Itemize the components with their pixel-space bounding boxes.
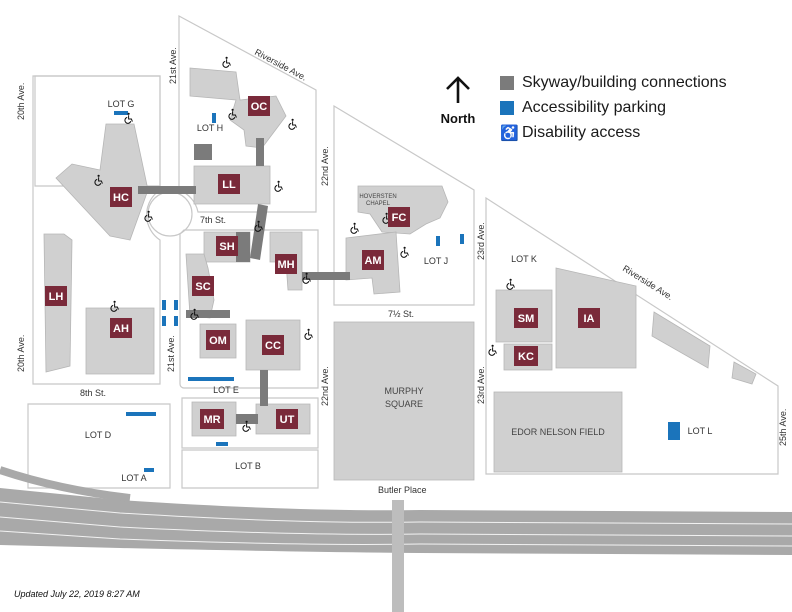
north-indicator: North [436,76,480,126]
building-ia-annex [651,311,711,369]
updated-timestamp: Updated July 22, 2019 8:27 AM [14,589,140,599]
buildings [43,67,757,481]
svg-text:KC: KC [518,351,534,363]
svg-text:LOT D: LOT D [85,430,112,440]
svg-text:SC: SC [195,281,210,293]
svg-text:LOT J: LOT J [424,256,448,266]
legend-parking: Accessibility parking [500,95,727,120]
svg-text:7th St.: 7th St. [200,215,226,225]
legend-access-label: Disability access [522,123,641,141]
svg-text:OC: OC [251,101,268,113]
skyways [138,138,350,424]
accessibility-parking [114,111,680,472]
label-ll: LL [218,174,240,194]
skyway-swatch [500,75,514,90]
lot-labels: LOT G LOT H LOT J LOT K LOT D LOT E LOT … [85,99,713,483]
parking-swatch [500,100,514,115]
svg-text:MR: MR [203,414,220,426]
label-om: OM [206,330,230,350]
svg-text:HC: HC [113,192,129,204]
murphy-square [333,321,475,481]
nelson-field [493,391,623,473]
legend-skyway: Skyway/building connections [500,70,727,95]
svg-text:OM: OM [209,335,227,347]
svg-text:Riverside Ave.: Riverside Ave. [253,47,308,83]
svg-text:CHAPEL: CHAPEL [366,201,391,207]
label-sm: SM [514,308,538,328]
wheelchair-icon: ♿ [500,124,519,142]
svg-text:8th St.: 8th St. [80,388,106,398]
north-label: North [440,111,476,126]
svg-text:LOT E: LOT E [213,385,239,395]
svg-text:SM: SM [518,313,535,325]
svg-text:LH: LH [49,291,64,303]
svg-text:UT: UT [280,414,295,426]
label-ia: IA [578,308,600,328]
label-sc: SC [192,276,214,296]
building-labels: OC LL HC FC AM SH MH SC LH AH OM CC MR U… [45,96,600,429]
legend-parking-label: Accessibility parking [522,98,667,116]
svg-text:CC: CC [265,340,281,352]
svg-text:LOT H: LOT H [197,123,223,133]
svg-text:EDOR NELSON FIELD: EDOR NELSON FIELD [511,427,605,437]
label-cc: CC [262,335,284,355]
label-lh: LH [45,286,67,306]
label-am: AM [362,250,384,270]
svg-text:23rd Ave.: 23rd Ave. [476,366,486,404]
svg-text:HOVERSTEN: HOVERSTEN [359,194,396,200]
svg-text:21st Ave.: 21st Ave. [166,335,176,372]
svg-text:LOT L: LOT L [688,426,713,436]
svg-text:LOT B: LOT B [235,461,261,471]
legend-access: ♿ Disability access [500,120,727,145]
svg-text:21st Ave.: 21st Ave. [168,47,178,84]
building-ah [85,307,155,375]
legend: Skyway/building connections Accessibilit… [500,70,727,145]
place-labels: HOVERSTEN CHAPEL MURPHY SQUARE EDOR NELS… [359,194,605,437]
svg-text:20th Ave.: 20th Ave. [16,83,26,120]
label-ut: UT [276,409,298,429]
label-oc: OC [248,96,270,116]
highway [0,466,792,612]
building-oc [189,67,287,149]
label-hc: HC [110,187,132,207]
svg-text:LL: LL [222,179,236,191]
svg-text:7½ St.: 7½ St. [388,309,414,319]
svg-text:LOT A: LOT A [121,473,146,483]
svg-text:AH: AH [113,323,129,335]
svg-text:IA: IA [584,313,595,325]
svg-text:FC: FC [392,212,407,224]
svg-text:22nd Ave.: 22nd Ave. [320,146,330,186]
label-fc: FC [388,207,410,227]
svg-text:Butler Place: Butler Place [378,485,427,495]
svg-text:LOT K: LOT K [511,254,537,264]
svg-text:LOT G: LOT G [108,99,135,109]
svg-text:AM: AM [364,255,381,267]
building-small-east [731,361,757,385]
svg-text:MH: MH [277,259,294,271]
svg-text:SH: SH [219,241,234,253]
label-kc: KC [514,346,538,366]
svg-text:22nd Ave.: 22nd Ave. [320,366,330,406]
label-mr: MR [200,409,224,429]
label-mh: MH [275,254,297,274]
svg-text:20th Ave.: 20th Ave. [16,335,26,372]
svg-text:SQUARE: SQUARE [385,399,423,409]
label-sh: SH [216,236,238,256]
svg-text:MURPHY: MURPHY [384,386,423,396]
arrow-up-icon [446,76,470,103]
svg-text:25th Ave.: 25th Ave. [778,409,788,446]
label-ah: AH [110,318,132,338]
legend-skyway-label: Skyway/building connections [522,73,727,91]
svg-text:23rd Ave.: 23rd Ave. [476,222,486,260]
